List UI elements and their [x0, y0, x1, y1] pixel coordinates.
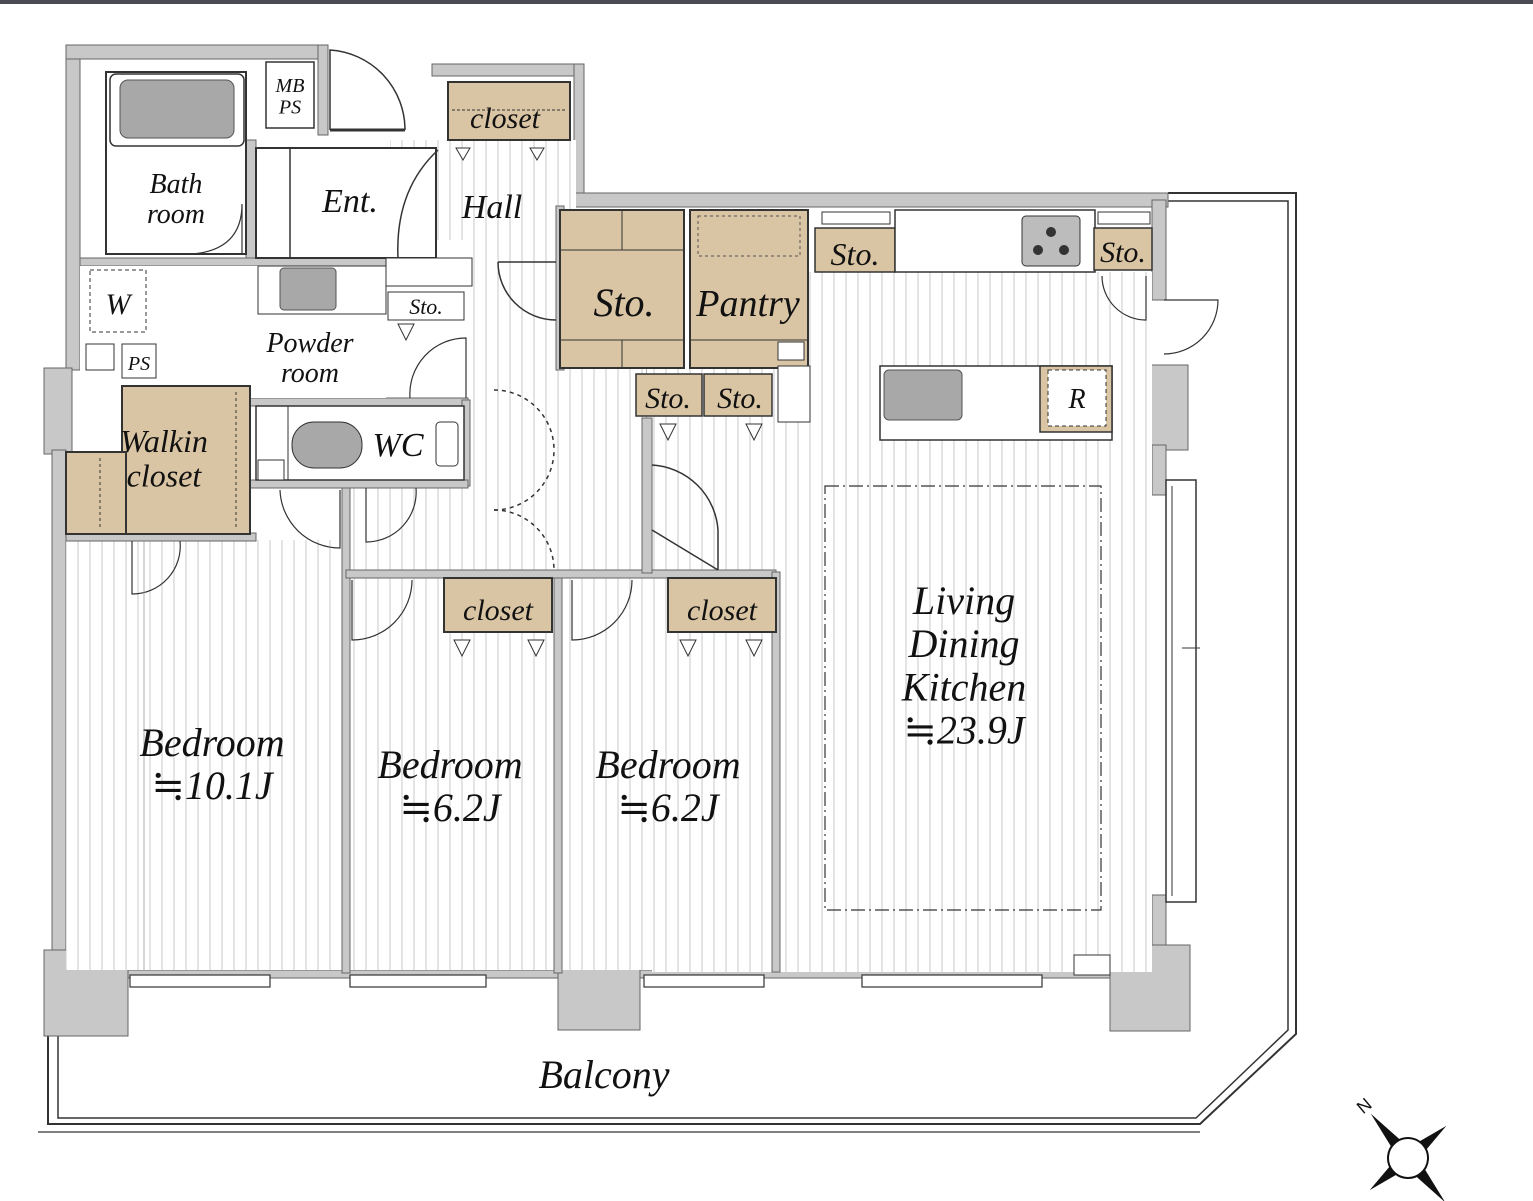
bedroom-3-label: Bedroom≒6.2J: [595, 742, 740, 830]
bay-window: [1165, 479, 1197, 903]
sto-hall-2-label: Sto.: [717, 382, 763, 415]
balcony-windows: [129, 974, 1043, 988]
ldk-table-outline: [824, 485, 1102, 911]
wc: WC: [255, 405, 465, 549]
bedroom-3-floor: [562, 578, 772, 970]
compass-rose-icon: N: [1353, 1094, 1447, 1201]
closet-entrance: closet: [447, 81, 571, 161]
hall-storage: Sto. Sto.: [635, 341, 811, 442]
bedroom-1-label: Bedroom≒10.1J: [139, 720, 284, 808]
storage-main: Sto.: [559, 209, 685, 369]
balcony: [38, 192, 1297, 1133]
washer-icon: [89, 269, 147, 333]
bedroom-1-floor: [66, 540, 342, 970]
washer-label: W: [106, 288, 134, 321]
stove-icon: [1021, 215, 1081, 267]
closet-entrance-label: closet: [470, 102, 541, 135]
kitchen-counter: Sto. Sto.: [814, 209, 1219, 355]
bedroom-2-label: Bedroom≒6.2J: [377, 742, 522, 830]
entrance-label: Ent.: [321, 183, 378, 220]
balcony-label: Balcony: [538, 1052, 669, 1097]
bedroom-1: Bedroom≒10.1J: [139, 540, 285, 970]
hall-label: Hall: [461, 189, 522, 226]
sto-powder-label: Sto.: [409, 294, 443, 319]
bedroom-2-floor: [348, 578, 554, 970]
closet-bedroom-3-label: closet: [687, 594, 758, 627]
bedroom-2: closet Bedroom≒6.2J: [351, 577, 553, 830]
compass-north-label: N: [1353, 1094, 1376, 1118]
refrigerator-label: R: [1067, 384, 1085, 415]
sto-kitchen-left-label: Sto.: [831, 236, 880, 272]
sto-kitchen-right-label: Sto.: [1100, 236, 1146, 269]
wc-label: WC: [373, 427, 424, 464]
closet-bedroom-2-label: closet: [463, 594, 534, 627]
storage-main-label: Sto.: [593, 280, 654, 325]
ps-label: PS: [127, 353, 150, 375]
entrance-door: [329, 49, 406, 132]
entrance: Ent.: [255, 147, 439, 259]
toilet-icon: [291, 421, 363, 469]
top-photo-strip: [0, 0, 1533, 4]
kitchen-sink-icon: [883, 369, 963, 421]
kitchen-island: R: [879, 365, 1113, 441]
pantry-label: Pantry: [695, 283, 800, 325]
hall-lower-floor: [346, 485, 646, 575]
refrigerator-icon: [1047, 369, 1107, 427]
sto-hall-1-label: Sto.: [645, 382, 691, 415]
hall-doors: [493, 261, 719, 571]
bedroom-3: closet Bedroom≒6.2J: [571, 577, 777, 830]
